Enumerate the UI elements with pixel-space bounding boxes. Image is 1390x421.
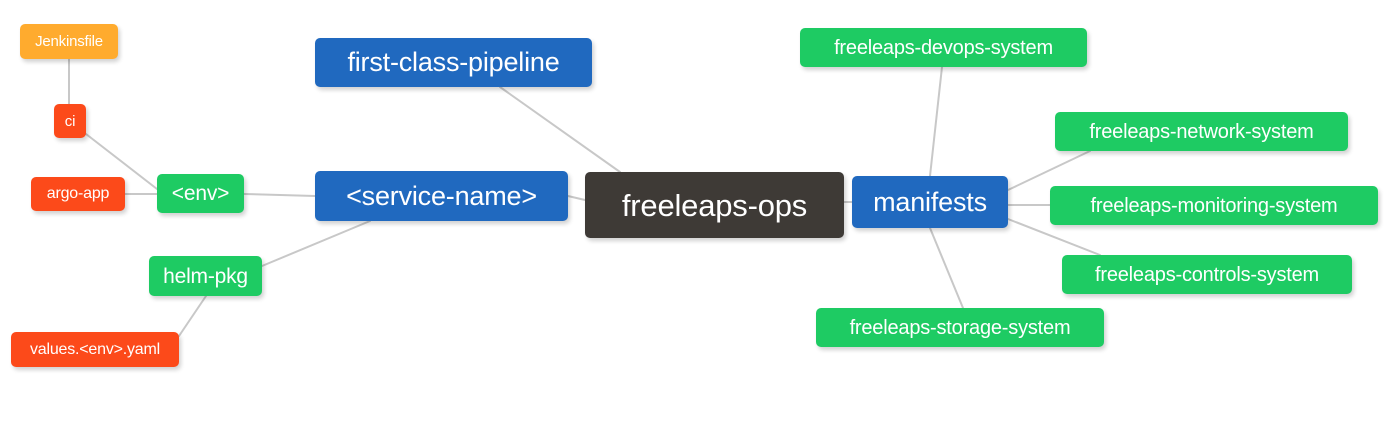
node-service-name[interactable]: <service-name> (315, 171, 568, 221)
node-label: values.<env>.yaml (29, 340, 160, 358)
node-label: freeleaps-ops (621, 187, 808, 223)
node-label: freeleaps-devops-system (834, 36, 1053, 59)
node-freeleaps-storage-system[interactable]: freeleaps-storage-system (816, 308, 1104, 347)
node-freeleaps-devops-system[interactable]: freeleaps-devops-system (800, 28, 1087, 67)
edge-manifests-to-freeleaps-devops-system (929, 66, 943, 177)
node-label: first-class-pipeline (347, 47, 560, 77)
node-jenkinsfile[interactable]: Jenkinsfile (20, 24, 118, 59)
node-helm-pkg[interactable]: helm-pkg (149, 256, 262, 296)
node-label: <service-name> (346, 180, 537, 211)
node-label: freeleaps-monitoring-system (1090, 194, 1338, 217)
node-label: ci (64, 112, 76, 130)
node-freeleaps-controls-system[interactable]: freeleaps-controls-system (1062, 255, 1352, 294)
edge-manifests-to-freeleaps-network-system (1007, 150, 1091, 191)
edge-first-class-pipeline-to-freeleaps-ops (499, 86, 621, 173)
node-env[interactable]: <env> (157, 174, 244, 213)
node-label: <env> (171, 182, 230, 205)
node-label: manifests (873, 186, 987, 217)
node-label: freeleaps-controls-system (1095, 263, 1319, 286)
node-first-class-pipeline[interactable]: first-class-pipeline (315, 38, 592, 87)
node-label: Jenkinsfile (35, 33, 103, 50)
node-label: argo-app (46, 185, 110, 202)
node-label: freeleaps-network-system (1089, 120, 1314, 143)
edge-helm-pkg-to-service-name (261, 220, 371, 267)
edge-env-to-service-name (243, 193, 316, 197)
node-freeleaps-monitoring-system[interactable]: freeleaps-monitoring-system (1050, 186, 1378, 225)
node-freeleaps-network-system[interactable]: freeleaps-network-system (1055, 112, 1348, 151)
node-label: freeleaps-storage-system (849, 316, 1071, 339)
edge-manifests-to-freeleaps-storage-system (929, 227, 964, 309)
node-ci[interactable]: ci (54, 104, 86, 138)
node-values-env-yaml[interactable]: values.<env>.yaml (11, 332, 179, 367)
node-manifests[interactable]: manifests (852, 176, 1008, 228)
edge-values-env-yaml-to-helm-pkg (178, 295, 207, 337)
node-label: helm-pkg (163, 264, 248, 288)
node-freeleaps-ops[interactable]: freeleaps-ops (585, 172, 844, 238)
node-argo-app[interactable]: argo-app (31, 177, 125, 211)
edge-service-name-to-freeleaps-ops (567, 195, 586, 201)
